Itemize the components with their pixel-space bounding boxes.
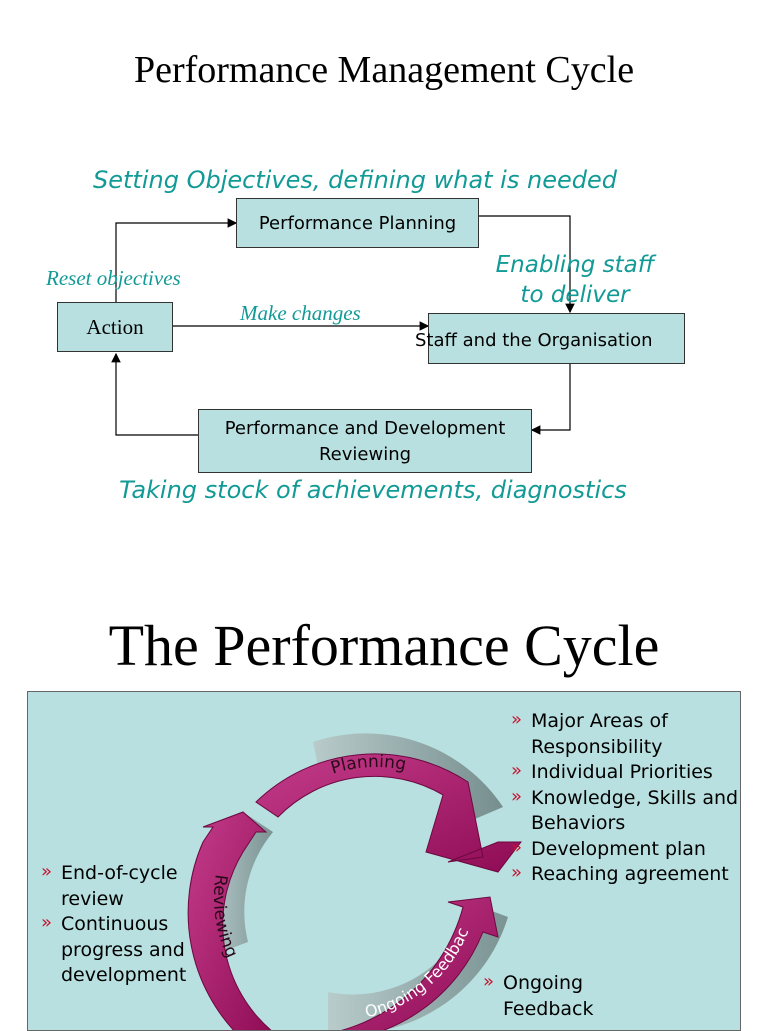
arrow-planning-to-staff: [478, 215, 575, 314]
box-reviewing-line2: Reviewing: [318, 444, 412, 465]
cycle-title: The Performance Cycle: [108, 613, 660, 678]
connector-arrows: [111, 215, 575, 436]
reviewing-bullet-list: End-of-cycle review Continuous progress …: [41, 859, 191, 989]
box-staff-organisation: Staff and the Organisation: [415, 313, 685, 364]
box-action: Action: [57, 302, 173, 352]
planning-bullet: Major Areas of Responsibility: [511, 707, 740, 760]
label-make-changes: Make changes: [240, 301, 361, 325]
planning-bullet: Knowledge, Skills and Behaviors: [511, 784, 740, 837]
box-reviewing-line1: Performance and Development: [224, 418, 506, 439]
reviewing-arrow: [187, 811, 272, 1030]
cycle-panel: Planning Reviewing Ongoing Feedback Majo…: [27, 691, 741, 1031]
label-enabling-line2: to deliver: [520, 282, 630, 308]
label-enabling-staff: Enabling staff to deliver: [470, 250, 680, 310]
planning-bullet-list: Major Areas of Responsibility Individual…: [511, 707, 740, 888]
arrow-reviewing-to-action: [111, 352, 198, 436]
feedback-bullet-list: Ongoing Feedback: [483, 969, 603, 1022]
planning-arrow: [255, 753, 523, 873]
reviewing-bullet: End-of-cycle review: [41, 859, 191, 912]
planning-bullet: Reaching agreement: [511, 860, 740, 888]
diagram-title: Performance Management Cycle: [133, 49, 635, 91]
arrow-action-to-planning: [115, 218, 238, 312]
caption-setting-objectives: Setting Objectives, defining what is nee…: [93, 166, 617, 194]
label-reset-objectives: Reset objectives: [46, 266, 181, 290]
cycle-arrows: Planning Reviewing Ongoing Feedback: [28, 692, 523, 1030]
box-performance-reviewing: Performance and Development Reviewing: [198, 409, 532, 473]
label-enabling-line1: Enabling staff: [495, 252, 655, 278]
box-staff-organisation-label: Staff and the Organisation: [415, 330, 653, 351]
arrow-staff-to-reviewing: [530, 364, 571, 435]
caption-taking-stock: Taking stock of achievements, diagnostic…: [119, 476, 627, 504]
planning-bullet: Development plan: [511, 835, 740, 863]
reviewing-bullet: Continuous progress and development: [41, 910, 191, 989]
box-performance-planning: Performance Planning: [236, 198, 479, 248]
planning-bullet: Individual Priorities: [511, 758, 740, 786]
feedback-bullet: Ongoing Feedback: [483, 969, 603, 1022]
